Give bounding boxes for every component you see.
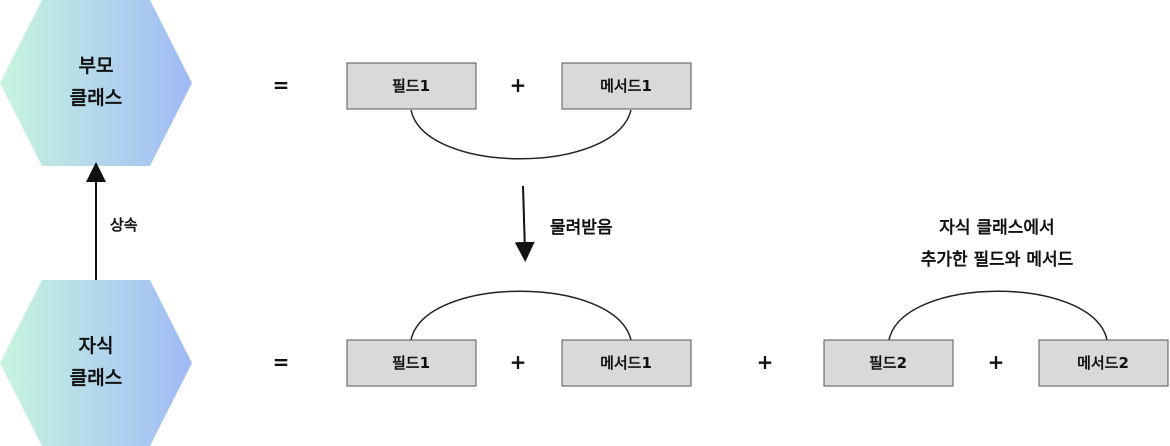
parent-class-label-line2: 클래스 [70, 87, 122, 109]
parent-field1-label: 필드1 [392, 77, 430, 95]
child-inherited-bracket-arc [410, 290, 632, 341]
parent-method1-box [561, 62, 692, 110]
child-field1-box [346, 339, 477, 387]
inherited-arrow [514, 185, 535, 262]
added-members-label-line2: 추가한 필드와 메서드 [921, 250, 1074, 270]
parent-field1-box [346, 62, 477, 110]
child-field1-label: 필드1 [392, 354, 430, 372]
child-method1-label: 메서드1 [600, 354, 652, 372]
parent-bracket-arc [410, 109, 632, 160]
parent-class-hexagon: 부모 클래스 [0, 0, 192, 166]
parent-method1-label: 메서드1 [600, 77, 652, 95]
inherited-label: 물려받음 [550, 218, 613, 238]
parent-equals-sign: = [273, 73, 290, 97]
parent-plus-sign: + [510, 73, 527, 97]
added-members-label-line1: 자식 클래스에서 [939, 218, 1054, 238]
child-added-bracket-arc [888, 290, 1108, 341]
child-field2-box [823, 339, 954, 387]
child-method2-label: 메서드2 [1077, 354, 1129, 372]
child-field2-label: 필드2 [869, 354, 907, 372]
child-class-label-line1: 자식 [79, 335, 114, 357]
child-equals-sign: = [273, 350, 290, 374]
child-class-hexagon: 자식 클래스 [0, 280, 192, 446]
child-plus-sign-1: + [510, 350, 527, 374]
child-method2-box [1038, 339, 1169, 387]
child-class-label-line2: 클래스 [70, 367, 122, 389]
inheritance-label: 상속 [110, 216, 138, 234]
child-method1-box [561, 339, 692, 387]
parent-class-label-line1: 부모 [79, 55, 114, 77]
child-plus-sign-3: + [988, 350, 1005, 374]
child-plus-sign-2: + [757, 350, 774, 374]
